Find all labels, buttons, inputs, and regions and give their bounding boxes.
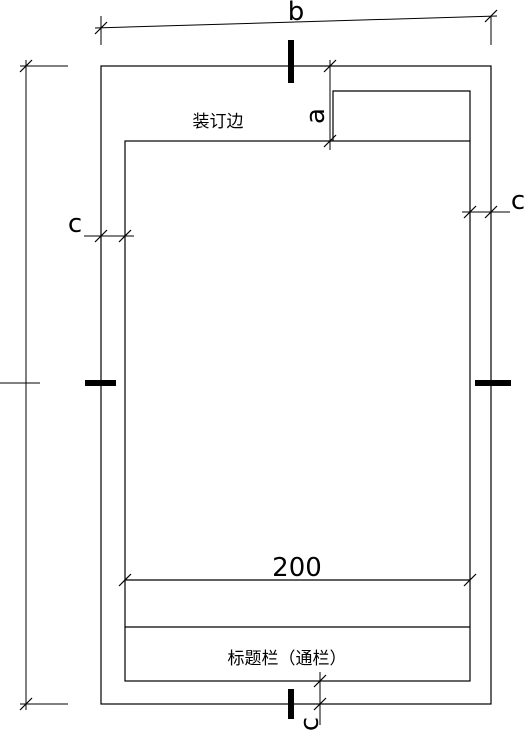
dimension-200 <box>118 573 477 587</box>
dimension-height <box>0 59 68 711</box>
dimension-b <box>94 9 498 45</box>
top-right-box <box>332 90 471 141</box>
dimension-a <box>323 59 337 150</box>
label-200: 200 <box>272 553 322 583</box>
center-mark-bottom <box>288 689 294 719</box>
label-c-bottom: c <box>295 717 325 731</box>
label-b: b <box>288 0 305 27</box>
center-mark-top <box>288 40 294 83</box>
center-mark-right <box>475 380 511 386</box>
dimension-c-right <box>462 205 510 219</box>
sheet-border <box>100 65 492 705</box>
label-title-block: 标题栏（通栏） <box>228 649 347 669</box>
dimension-c-bottom <box>313 672 327 725</box>
label-a: a <box>301 108 331 124</box>
label-binding-edge: 装订边 <box>193 112 244 132</box>
label-c-left: c <box>68 209 82 239</box>
label-c-right: c <box>511 186 525 216</box>
inner-frame <box>124 140 471 682</box>
dimension-c-left <box>84 229 134 243</box>
center-mark-left <box>85 380 116 386</box>
